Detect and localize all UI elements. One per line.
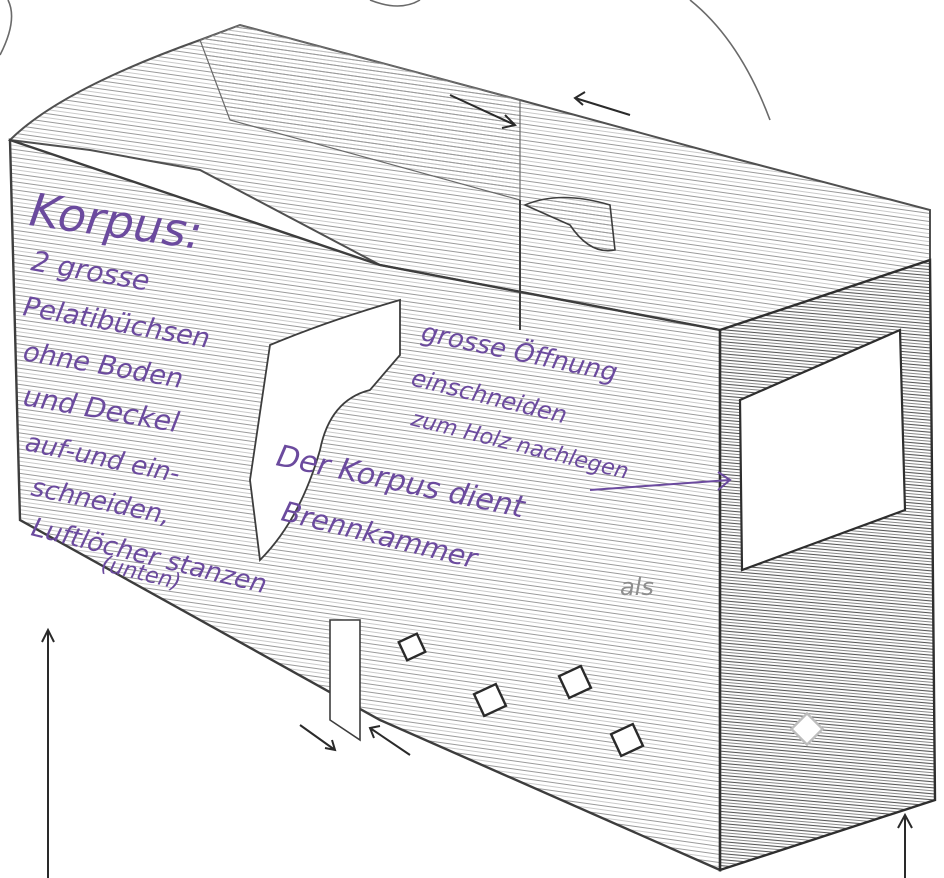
top-arc bbox=[370, 0, 420, 6]
arrow-icon bbox=[575, 92, 630, 115]
arrow-icon bbox=[898, 815, 912, 878]
top-right-arc bbox=[690, 0, 770, 120]
arrow-icon bbox=[42, 630, 54, 878]
arrow-icon bbox=[300, 725, 335, 750]
top-left-arc bbox=[0, 0, 12, 55]
bottom-tab bbox=[330, 620, 360, 740]
box-sketch bbox=[10, 25, 935, 870]
purpose-als: als bbox=[620, 573, 654, 601]
